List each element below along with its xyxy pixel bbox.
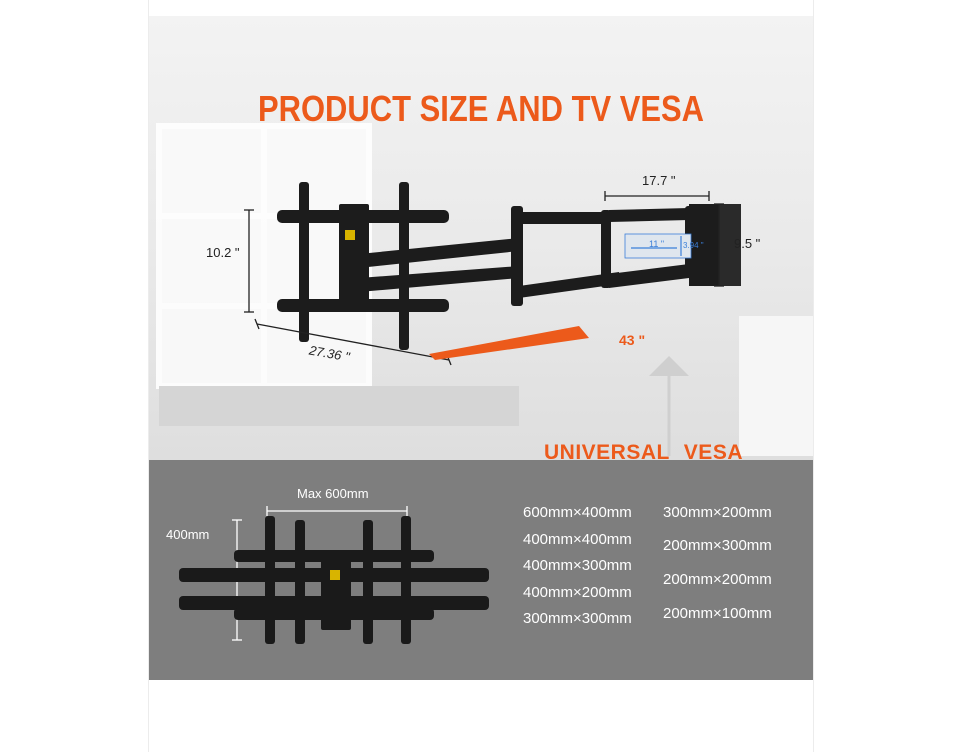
vesa-size-list-right: 300mm×200mm 200mm×300mm 200mm×200mm 200m… bbox=[663, 500, 772, 635]
arm-extension-label: 43 " bbox=[619, 332, 646, 348]
vesa-size-list-left: 600mm×400mm 400mm×400mm 400mm×300mm 400m… bbox=[523, 500, 632, 633]
extension-arrow bbox=[429, 326, 589, 360]
vesa-size-item: 200mm×100mm bbox=[663, 605, 772, 622]
vesa-plate bbox=[179, 516, 489, 644]
furniture-shape bbox=[159, 386, 519, 426]
wall-plate bbox=[624, 204, 741, 286]
vesa-size-item: 200mm×200mm bbox=[663, 571, 772, 588]
page-title: PRODUCT SIZE AND TV VESA bbox=[257, 88, 705, 129]
dimension-lines bbox=[244, 191, 724, 366]
product-image-panel: PRODUCT SIZE AND TV VESA bbox=[148, 0, 814, 752]
vesa-size-item: 300mm×300mm bbox=[523, 610, 632, 627]
vesa-range-heading: UNIVERSAL VESA RANGE bbox=[544, 441, 743, 460]
plate-height-label: 10.2 " bbox=[206, 245, 240, 260]
mount-illustration bbox=[244, 182, 741, 366]
wall-plate-height-label: 9.5 " bbox=[734, 236, 761, 251]
wall-hole-vertical-label: 3.94 " bbox=[683, 241, 704, 250]
wall-hole-horizontal-label: 11 " bbox=[649, 239, 665, 249]
vesa-height-label: 400mm bbox=[166, 527, 210, 542]
window-illustration bbox=[156, 123, 372, 389]
tv-plate bbox=[277, 182, 449, 350]
room-backdrop bbox=[156, 123, 813, 456]
vesa-range-section: Max 600mm 400mm 600mm×400mm 400mm×400mm … bbox=[149, 460, 813, 680]
wall-plate-width-label: 17.7 " bbox=[642, 173, 676, 188]
vesa-size-item: 400mm×300mm bbox=[523, 557, 632, 574]
vesa-max-width-label: Max 600mm bbox=[297, 486, 369, 501]
vesa-size-item: 400mm×400mm bbox=[523, 530, 632, 548]
vesa-size-item: 300mm×200mm bbox=[663, 504, 772, 521]
vesa-size-item: 400mm×200mm bbox=[523, 583, 632, 601]
wall-frame-shape bbox=[739, 316, 813, 456]
vesa-size-item: 200mm×300mm bbox=[663, 537, 772, 554]
vesa-size-item: 600mm×400mm bbox=[523, 504, 632, 521]
product-size-section: PRODUCT SIZE AND TV VESA bbox=[149, 16, 813, 460]
lamp-shade-shape bbox=[649, 356, 689, 376]
wall-hole-dimension-lines bbox=[631, 236, 682, 256]
vesa-plate-illustration bbox=[179, 506, 489, 644]
